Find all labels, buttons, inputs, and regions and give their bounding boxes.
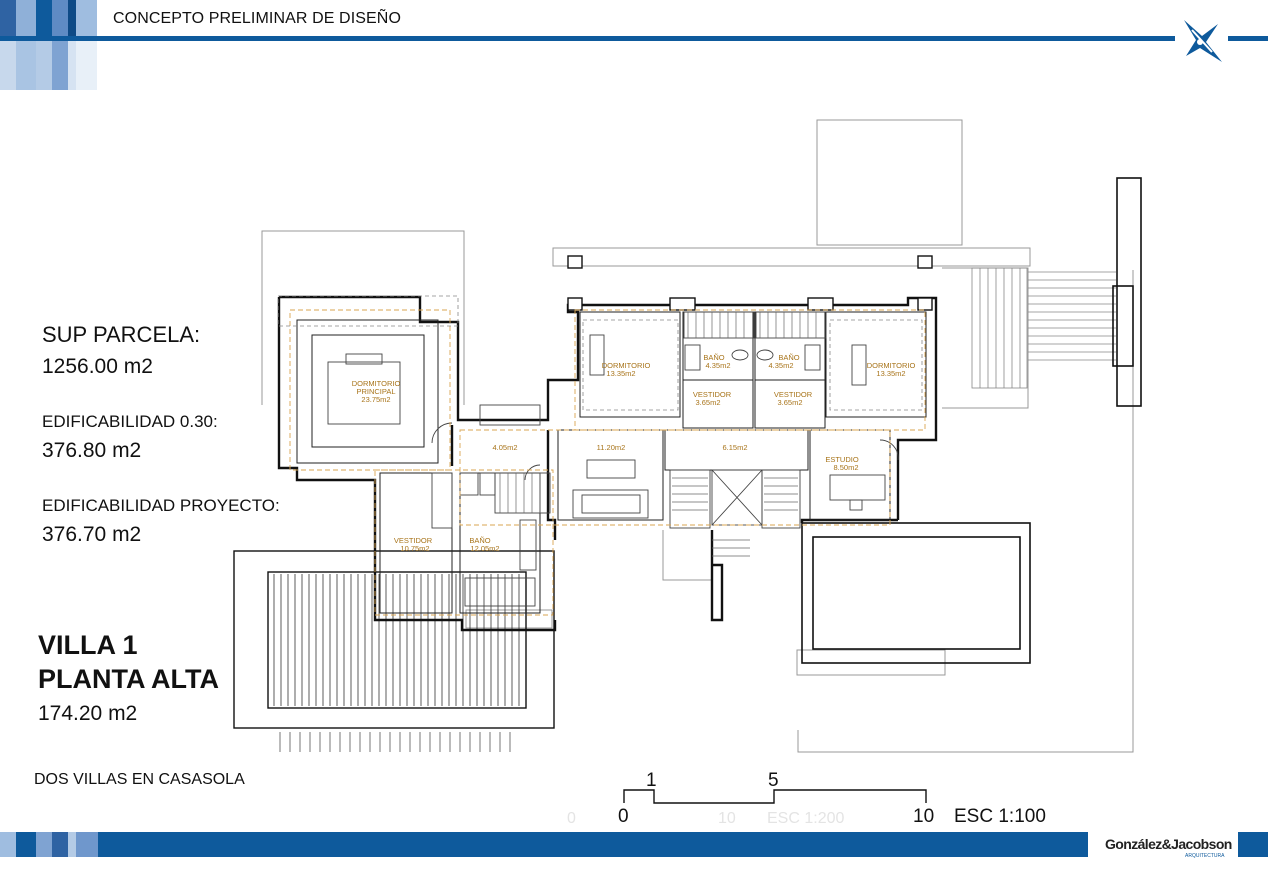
header-rule — [97, 36, 1175, 41]
room-estudio-area: 8.50m2 — [833, 463, 858, 472]
room-hall-area: 4.05m2 — [492, 443, 517, 452]
scale-label: ESC 1:100 — [954, 806, 1046, 827]
room-dormitorio-b-name: DORMITORIO — [867, 361, 916, 370]
villa-area: 174.20 m2 — [38, 702, 138, 725]
edificabilidad-label: EDIFICABILIDAD 0.30: — [42, 412, 218, 431]
floor-plan: DORMITORIO PRINCIPAL 23.75m2 DORMITORIO … — [233, 119, 1142, 753]
room-dormitorio-principal-area: 23.75m2 — [361, 395, 390, 404]
room-bano-b-area: 4.35m2 — [768, 361, 793, 370]
room-dormitorio-principal-name: DORMITORIO — [352, 379, 401, 388]
room-bano-a-name: BAÑO — [703, 353, 724, 362]
firm-logo-icon — [1184, 20, 1222, 62]
scale-ghost-label: ESC 1:200 — [767, 810, 844, 827]
scale-tick-0: 0 — [618, 806, 629, 827]
villa-title-line1: VILLA 1 — [38, 630, 138, 660]
scale-ghost-0: 0 — [567, 810, 576, 827]
room-dormitorio-a-area: 13.35m2 — [606, 369, 635, 378]
header-title: CONCEPTO PRELIMINAR DE DISEÑO — [113, 10, 401, 27]
room-bano-principal-area: 12.05m2 — [470, 544, 499, 553]
footer-color-blocks — [0, 832, 98, 857]
footer-bar — [98, 832, 1088, 857]
scale-tick-10: 10 — [913, 806, 934, 827]
header-color-blocks — [0, 0, 97, 90]
room-vestidor-b-area: 3.65m2 — [777, 398, 802, 407]
sup-parcela-value: 1256.00 m2 — [42, 355, 153, 378]
room-pasillo-area: 6.15m2 — [722, 443, 747, 452]
room-bano-b-name: BAÑO — [778, 353, 799, 362]
room-vestidor-principal-area: 10.75m2 — [400, 544, 429, 553]
room-vestidor-a-name: VESTIDOR — [693, 390, 732, 399]
header-rule-right — [1228, 36, 1268, 41]
footer-bar-right — [1238, 832, 1268, 857]
room-dormitorio-a-name: DORMITORIO — [602, 361, 651, 370]
scale-bar: 0 10 ESC 1:200 1 5 0 10 ESC 1:100 — [567, 770, 1046, 827]
scale-ghost-10: 10 — [718, 810, 736, 827]
room-bano-a-area: 4.35m2 — [705, 361, 730, 370]
edificabilidad-value: 376.80 m2 — [42, 439, 142, 462]
project-name: DOS VILLAS EN CASASOLA — [34, 771, 245, 788]
scale-tick-1: 1 — [646, 770, 657, 791]
edificabilidad-proyecto-label: EDIFICABILIDAD PROYECTO: — [42, 496, 280, 515]
room-dormitorio-b-area: 13.35m2 — [876, 369, 905, 378]
room-vestidor-a-area: 3.65m2 — [695, 398, 720, 407]
firm-name: González&Jacobson — [1105, 836, 1232, 852]
room-bano-principal-name: BAÑO — [469, 536, 490, 545]
scale-tick-5: 5 — [768, 770, 779, 791]
villa-title-line2: PLANTA ALTA — [38, 664, 219, 694]
room-estudio-name: ESTUDIO — [825, 455, 859, 464]
room-vestidor-b-name: VESTIDOR — [774, 390, 813, 399]
firm-wordmark: González&Jacobson ARQUITECTURA — [1105, 836, 1232, 859]
firm-subtitle: ARQUITECTURA — [1185, 853, 1225, 859]
room-vestidor-principal-name: VESTIDOR — [394, 536, 433, 545]
room-dormitorio-principal-name2: PRINCIPAL — [356, 387, 395, 396]
villa-title: VILLA 1 PLANTA ALTA — [38, 628, 219, 696]
edificabilidad-proyecto-value: 376.70 m2 — [42, 523, 142, 546]
sup-parcela-label: SUP PARCELA: — [42, 322, 201, 347]
room-living-area: 11.20m2 — [597, 443, 626, 452]
